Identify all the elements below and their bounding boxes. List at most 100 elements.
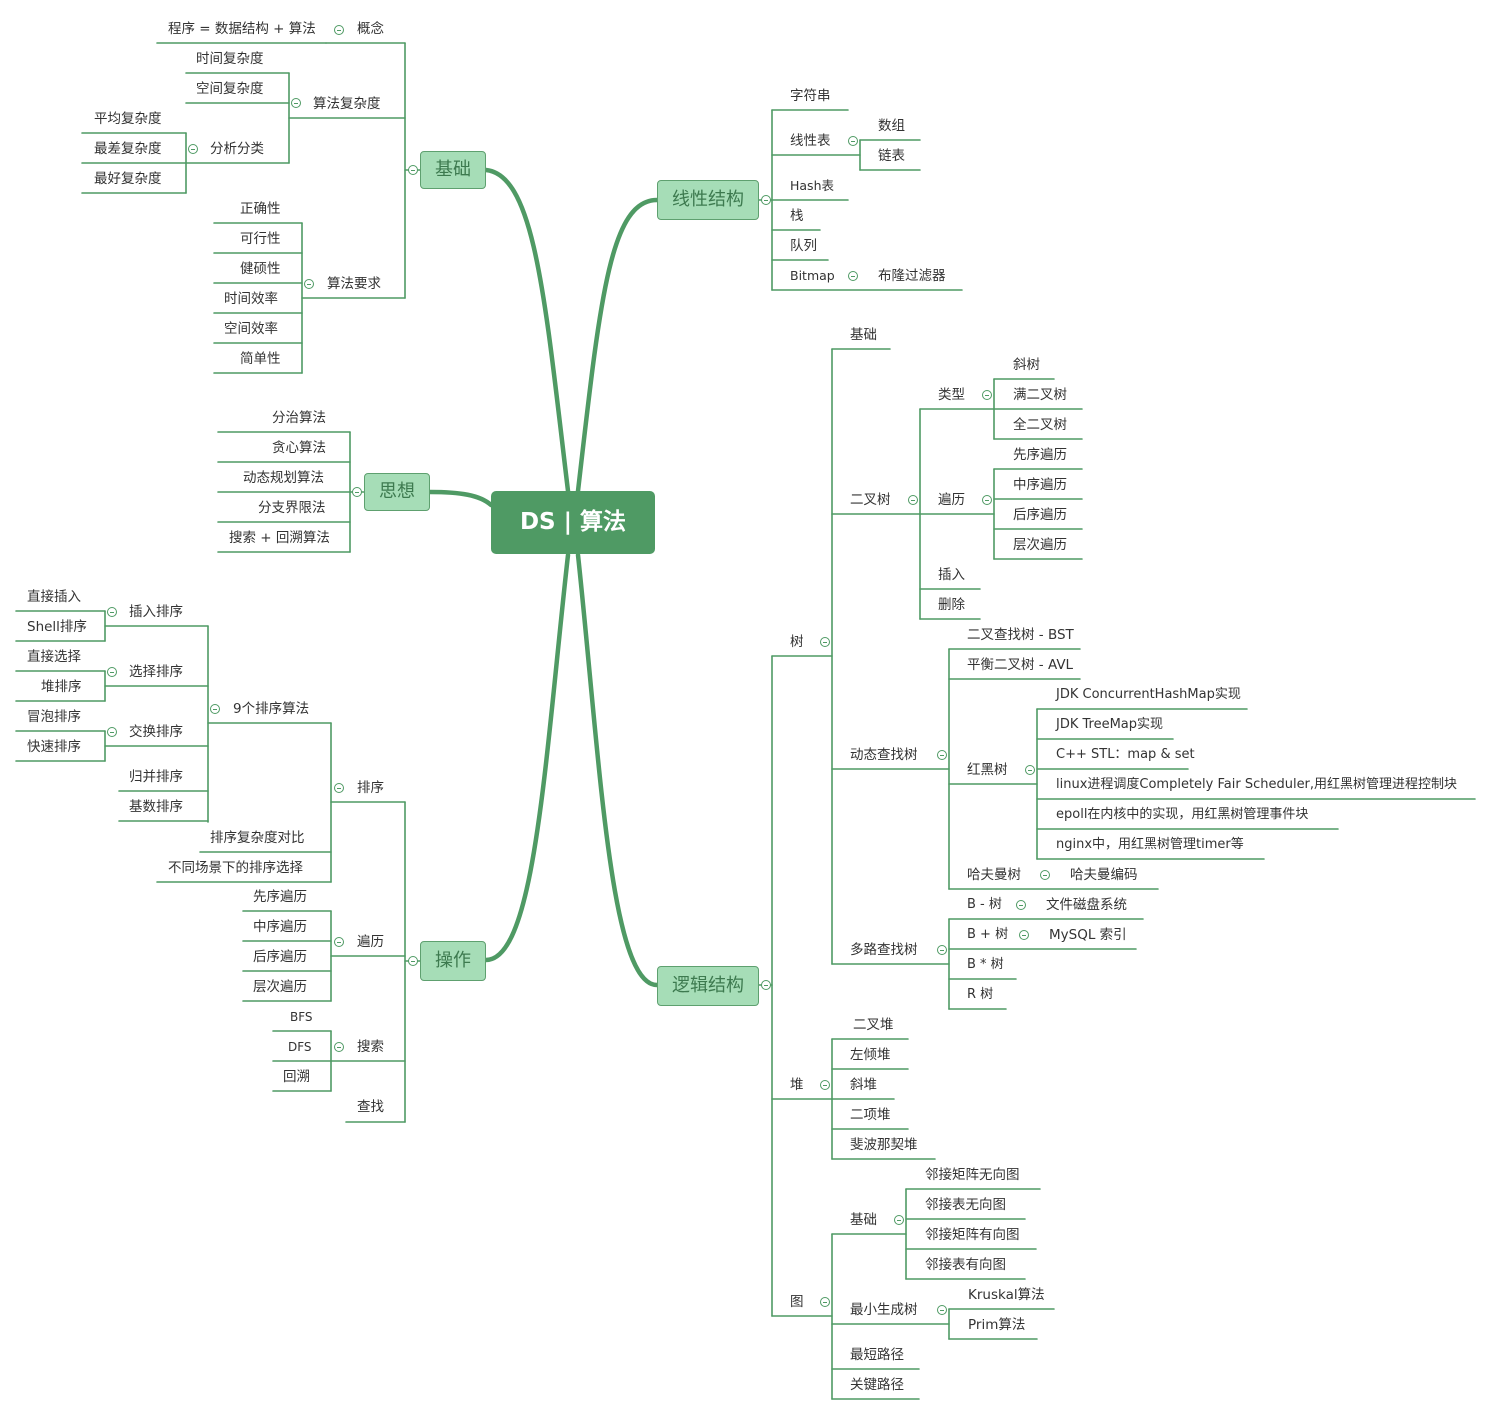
collapse-toggle-icon[interactable] [107,727,117,737]
collapse-toggle-icon[interactable] [1040,870,1050,880]
node-luoji-tu-jichu-items-1[interactable]: 邻接表无向图 [925,1197,1006,1213]
node-luoji-shu-dongtai-hongheishu-items-1[interactable]: JDK TreeMap实现 [1056,717,1164,732]
collapse-toggle-icon[interactable] [352,487,362,497]
node-luoji-shu-erchashu-bianli-items-1[interactable]: 中序遍历 [1013,477,1067,493]
node-luoji-shu-dongtai-hongheishu-items-4[interactable]: epoll在内核中的实现，用红黑树管理事件块 [1056,807,1309,822]
node-jichu-yaoqiu-items-1[interactable]: 可行性 [240,231,281,247]
topic-sixiang[interactable]: 思想 [364,473,430,511]
node-jichu-yaoqiu-items-3[interactable]: 时间效率 [224,291,278,307]
collapse-toggle-icon[interactable] [107,607,117,617]
node-jichu-gainian-label[interactable]: 概念 [357,21,384,37]
node-luoji-shu-erchashu-bianli-label[interactable]: 遍历 [938,492,965,508]
node-luoji-shu-dongtai-hongheishu-items-3[interactable]: linux进程调度Completely Fair Scheduler,用红黑树管… [1056,777,1458,792]
node-luoji-dui-label[interactable]: 堆 [790,1077,804,1093]
node-luoji-dui-items-3[interactable]: 二项堆 [850,1107,891,1123]
collapse-toggle-icon[interactable] [848,271,858,281]
node-luoji-shu-erchashu-bianli-items-3[interactable]: 层次遍历 [1013,537,1067,553]
node-luoji-shu-dongtai-hongheishu-items-2[interactable]: C++ STL：map & set [1056,747,1195,762]
node-luoji-tu-zuixiao-items-0[interactable]: Kruskal算法 [968,1287,1045,1303]
collapse-toggle-icon[interactable] [334,783,344,793]
node-luoji-shu-dongtai-hongheishu-label[interactable]: 红黑树 [967,762,1008,778]
node-caozuo-paixu-nine-others-0[interactable]: 归并排序 [129,769,183,785]
node-luoji-shu-duolu-label[interactable]: 多路查找树 [850,942,918,958]
node-caozuo-paixu-nine-charu-items-1[interactable]: Shell排序 [27,619,87,635]
node-xianxing-bitmap-label[interactable]: Bitmap [790,268,835,283]
collapse-toggle-icon[interactable] [210,704,220,714]
collapse-toggle-icon[interactable] [761,980,771,990]
collapse-toggle-icon[interactable] [408,165,418,175]
collapse-toggle-icon[interactable] [894,1215,904,1225]
node-caozuo-paixu-nine-xuanze-items-1[interactable]: 堆排序 [41,679,82,695]
node-caozuo-paixu-nine-others-1[interactable]: 基数排序 [129,799,183,815]
node-luoji-shu-duolu-rshu[interactable]: R 树 [967,987,994,1002]
node-jichu-fuzadu-fenxi-label[interactable]: 分析分类 [210,141,264,157]
topic-caozuo[interactable]: 操作 [420,941,486,981]
node-luoji-dui-items-2[interactable]: 斜堆 [850,1077,877,1093]
node-sixiang-items-1[interactable]: 贪心算法 [272,440,326,456]
node-jichu-yaoqiu-items-4[interactable]: 空间效率 [224,321,278,337]
node-caozuo-paixu-items-1[interactable]: 不同场景下的排序选择 [168,860,303,876]
collapse-toggle-icon[interactable] [188,144,198,154]
node-luoji-tu-label[interactable]: 图 [790,1294,804,1310]
node-caozuo-paixu-nine-label[interactable]: 9个排序算法 [233,701,310,717]
node-caozuo-sousuo-items-2[interactable]: 回溯 [283,1069,310,1085]
node-luoji-tu-jichu-items-3[interactable]: 邻接表有向图 [925,1257,1006,1273]
node-luoji-tu-zuixiao-label[interactable]: 最小生成树 [850,1302,918,1318]
node-caozuo-paixu-nine-jiaohuan-label[interactable]: 交换排序 [129,724,183,740]
node-luoji-dui-items-1[interactable]: 左倾堆 [850,1047,891,1063]
node-luoji-shu-duolu-bstar[interactable]: B * 树 [967,957,1004,972]
node-xianxing-bitmap-items-0[interactable]: 布隆过滤器 [878,268,946,284]
node-luoji-shu-erchashu-leixing-label[interactable]: 类型 [938,387,965,403]
node-luoji-shu-dongtai-hafuman-items-0[interactable]: 哈夫曼编码 [1070,867,1138,883]
node-xianxing-duilie[interactable]: 队列 [790,238,817,254]
node-luoji-dui-items-0[interactable]: 二叉堆 [853,1017,894,1033]
collapse-toggle-icon[interactable] [1025,765,1035,775]
node-luoji-shu-dongtai-hongheishu-items-0[interactable]: JDK ConcurrentHashMap实现 [1056,687,1241,702]
collapse-toggle-icon[interactable] [1016,900,1026,910]
node-caozuo-bianli-items-3[interactable]: 层次遍历 [253,979,307,995]
node-caozuo-sousuo-label[interactable]: 搜索 [357,1039,384,1055]
node-luoji-tu-jichu-items-2[interactable]: 邻接矩阵有向图 [925,1227,1020,1243]
node-luoji-shu-label[interactable]: 树 [790,634,804,650]
node-luoji-shu-erchashu-leixing-items-1[interactable]: 满二叉树 [1013,387,1067,403]
node-jichu-fuzadu-fenxi-items-0[interactable]: 平均复杂度 [94,111,162,127]
collapse-toggle-icon[interactable] [937,945,947,955]
node-caozuo-paixu-items-0[interactable]: 排序复杂度对比 [210,830,305,846]
node-sixiang-items-2[interactable]: 动态规划算法 [243,470,324,486]
node-xianxing-xianxingbiao-label[interactable]: 线性表 [790,133,831,149]
topic-luoji[interactable]: 逻辑结构 [657,966,759,1006]
node-jichu-fuzadu-items-0[interactable]: 时间复杂度 [196,51,264,67]
node-luoji-shu-duolu-bplus-label[interactable]: B + 树 [967,927,1009,942]
collapse-toggle-icon[interactable] [937,1305,947,1315]
node-luoji-tu-zuixiao-items-1[interactable]: Prim算法 [968,1317,1026,1333]
node-jichu-yaoqiu-items-0[interactable]: 正确性 [240,201,281,217]
node-caozuo-bianli-items-0[interactable]: 先序遍历 [253,889,307,905]
node-luoji-tu-guanjian[interactable]: 关键路径 [850,1377,904,1393]
topic-xianxing[interactable]: 线性结构 [657,180,759,220]
node-sixiang-items-4[interactable]: 搜索 + 回溯算法 [229,530,330,546]
collapse-toggle-icon[interactable] [820,637,830,647]
collapse-toggle-icon[interactable] [908,495,918,505]
node-caozuo-sousuo-items-0[interactable]: BFS [290,1010,313,1024]
node-xianxing-zhan[interactable]: 栈 [790,208,804,224]
collapse-toggle-icon[interactable] [982,495,992,505]
node-luoji-shu-dongtai-bst[interactable]: 二叉查找树 - BST [967,627,1074,643]
node-luoji-shu-erchashu-label[interactable]: 二叉树 [850,492,891,508]
node-sixiang-items-3[interactable]: 分支界限法 [258,500,326,516]
collapse-toggle-icon[interactable] [820,1080,830,1090]
node-luoji-shu-duolu-bshu-label[interactable]: B - 树 [967,897,1002,912]
node-jichu-yaoqiu-label[interactable]: 算法要求 [327,276,381,292]
node-caozuo-paixu-nine-xuanze-items-0[interactable]: 直接选择 [27,649,81,665]
node-xianxing-xianxingbiao-items-0[interactable]: 数组 [878,118,905,134]
node-caozuo-paixu-label[interactable]: 排序 [357,780,384,796]
node-luoji-dui-items-4[interactable]: 斐波那契堆 [850,1137,918,1153]
collapse-toggle-icon[interactable] [408,956,418,966]
node-jichu-yaoqiu-items-2[interactable]: 健硕性 [240,261,281,277]
node-sixiang-items-0[interactable]: 分治算法 [272,410,326,426]
collapse-toggle-icon[interactable] [334,25,344,35]
node-luoji-shu-erchashu-bianli-items-0[interactable]: 先序遍历 [1013,447,1067,463]
node-jichu-fuzadu-fenxi-items-1[interactable]: 最差复杂度 [94,141,162,157]
collapse-toggle-icon[interactable] [334,937,344,947]
node-jichu-gainian-items-0[interactable]: 程序 = 数据结构 + 算法 [168,21,316,37]
node-luoji-shu-dongtai-label[interactable]: 动态查找树 [850,747,918,763]
